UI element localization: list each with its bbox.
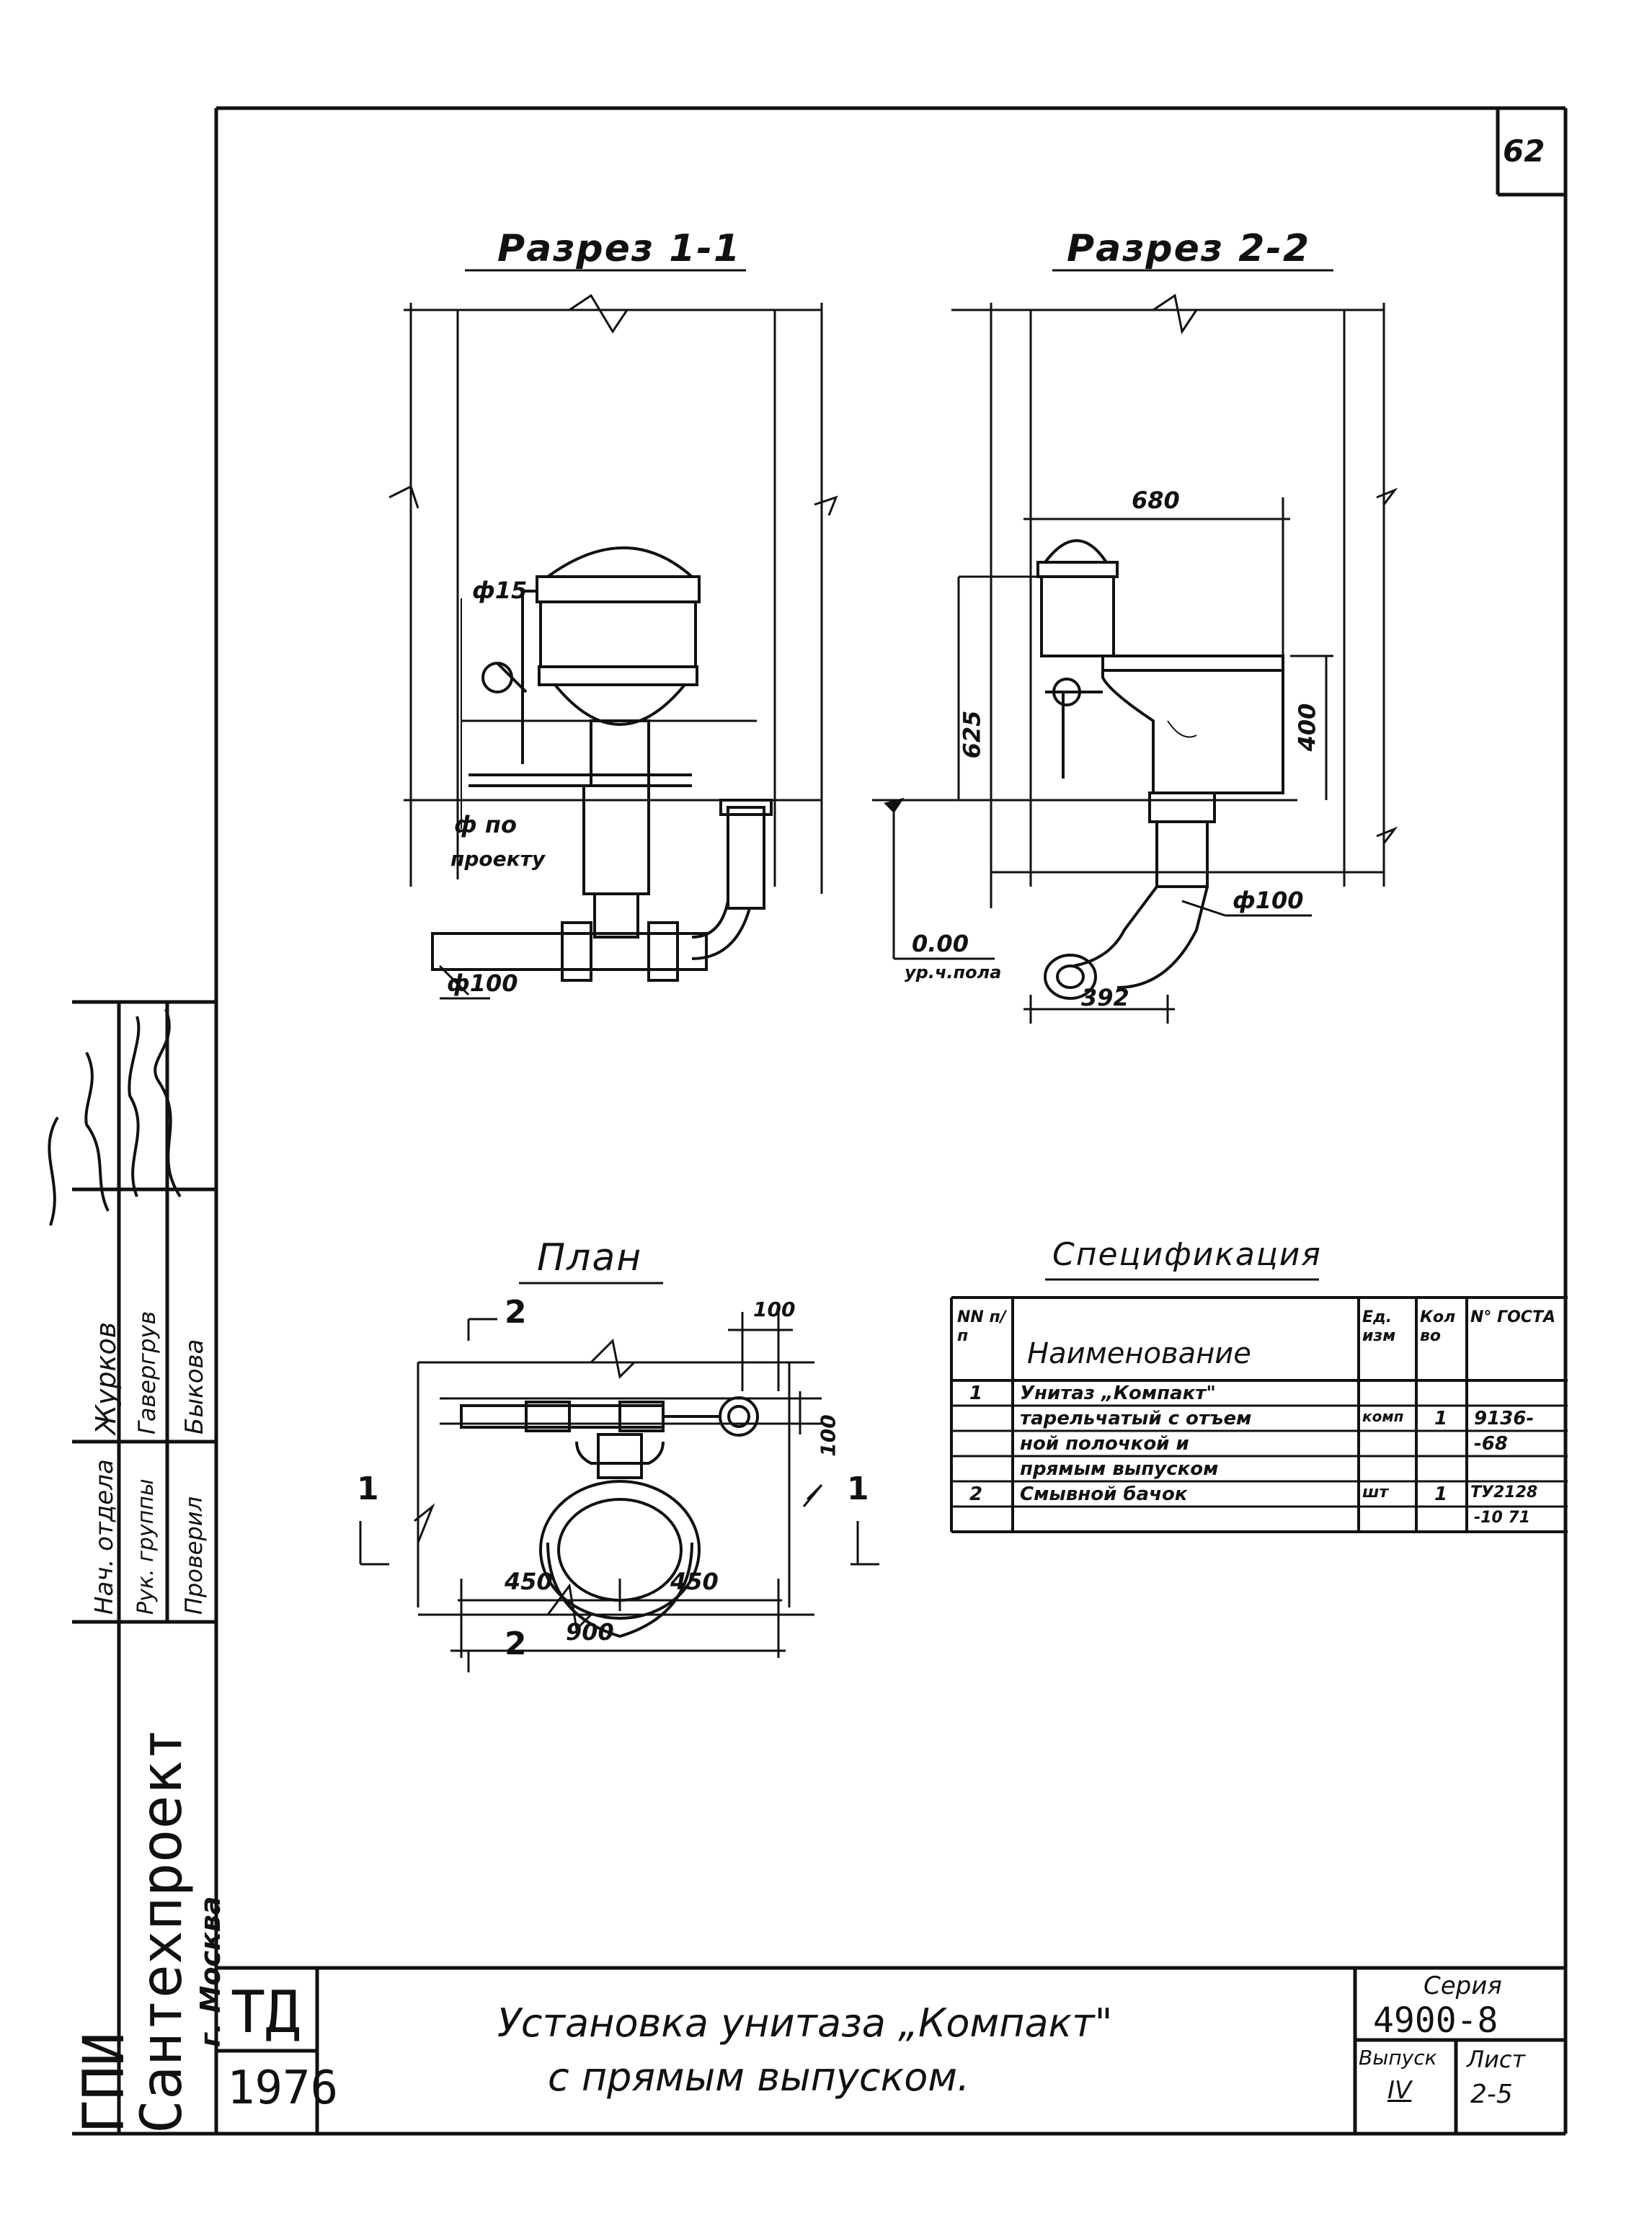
spec-cell: прямым выпуском xyxy=(1020,1458,1219,1480)
plan-half-right: 450 xyxy=(670,1568,719,1595)
floor-level-value: 0.00 xyxy=(912,930,969,957)
cut-1-left: 1 xyxy=(357,1471,379,1507)
approval-name-2: Гавергрув xyxy=(133,1310,161,1434)
spec-cell: шт xyxy=(1362,1483,1389,1502)
approval-role-1: Нач. отдела xyxy=(90,1459,119,1615)
spec-header-number: NN п/п xyxy=(957,1308,1006,1345)
stamp-year: 1976 xyxy=(227,2062,339,2115)
approval-role-2: Рук. группы xyxy=(133,1478,159,1615)
floor-project-label: ф по xyxy=(454,811,517,838)
height-625: 625 xyxy=(958,710,986,759)
specification-title: Спецификация xyxy=(1052,1236,1322,1273)
organization-1: ГПИ xyxy=(72,2032,137,2134)
approval-name-1: Журков xyxy=(90,1321,122,1434)
spec-cell: 1 xyxy=(1434,1483,1448,1505)
spec-cell: 2 xyxy=(969,1483,983,1505)
spec-cell: Унитаз „Компакт" xyxy=(1020,1383,1216,1404)
section-2-title: Разрез 2-2 xyxy=(1067,227,1311,270)
series-value: 4900-8 xyxy=(1373,2000,1498,2041)
section-1-title: Разрез 1-1 xyxy=(497,227,742,270)
spec-cell: Смывной бачок xyxy=(1020,1483,1188,1505)
plan-dim-top: 100 xyxy=(753,1298,796,1321)
height-400: 400 xyxy=(1293,703,1321,752)
spec-header-unit: Ед. изм xyxy=(1362,1308,1396,1345)
series-label: Серия xyxy=(1424,1971,1502,2000)
cut-2-bottom: 2 xyxy=(505,1625,527,1662)
approval-name-3: Быкова xyxy=(180,1339,209,1434)
pipe-small-label: ф15 xyxy=(472,577,528,604)
cut-1-right: 1 xyxy=(847,1471,869,1507)
signatures xyxy=(48,1008,182,1226)
plan-dim-side: 100 xyxy=(816,1414,840,1457)
spec-cell: ной полочкой и xyxy=(1020,1433,1189,1455)
approval-role-3: Проверил xyxy=(180,1496,208,1615)
sheet-label: Лист xyxy=(1467,2046,1526,2073)
organization-2: Сантехпроект xyxy=(130,1727,195,2134)
spec-cell: 1 xyxy=(1434,1408,1448,1429)
plan-half-left: 450 xyxy=(505,1568,553,1595)
spec-cell: ТУ2128 xyxy=(1470,1483,1538,1502)
project-word-label: проекту xyxy=(450,847,546,871)
section-1-pipe-label: ф100 xyxy=(447,970,518,997)
sheet-value: 2-5 xyxy=(1470,2080,1513,2109)
spec-header-qty: Кол во xyxy=(1420,1308,1456,1345)
spec-cell: 9136- xyxy=(1474,1408,1535,1429)
plan-title: План xyxy=(537,1236,643,1279)
stamp-code: ТД xyxy=(231,1979,301,2046)
cut-2-top: 2 xyxy=(505,1294,527,1331)
spec-cell: -68 xyxy=(1474,1433,1508,1455)
issue-label: Выпуск xyxy=(1359,2046,1437,2070)
offset-392: 392 xyxy=(1081,984,1129,1011)
width-680: 680 xyxy=(1132,487,1180,514)
drawing-title-line-1: Установка унитаза „Компакт" xyxy=(497,2000,1113,2046)
page-number: 62 xyxy=(1503,133,1545,169)
spec-cell: 1 xyxy=(969,1383,983,1404)
section-2-pipe-label: ф100 xyxy=(1233,887,1304,914)
spec-cell: -10 71 xyxy=(1474,1509,1531,1527)
spec-header-gost: N° ГОСТА xyxy=(1470,1308,1555,1326)
spec-header-name: Наименование xyxy=(1027,1337,1251,1370)
floor-level-label: ур.ч.пола xyxy=(905,962,1002,983)
drawing-title-line-2: с прямым выпуском. xyxy=(548,2054,970,2100)
plan-total: 900 xyxy=(566,1618,614,1646)
spec-cell: тарельчатый с отъем xyxy=(1020,1408,1252,1429)
issue-value: IV xyxy=(1387,2076,1412,2105)
organization-city: г. Москва xyxy=(195,1896,226,2047)
spec-cell: комп xyxy=(1362,1408,1404,1425)
